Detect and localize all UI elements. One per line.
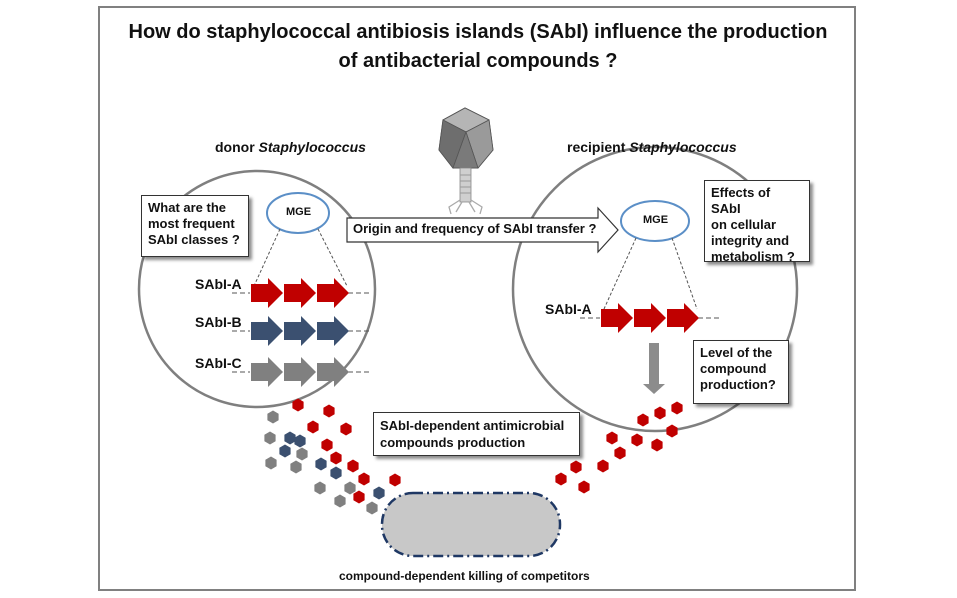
- compound-hexagon: [555, 472, 567, 486]
- effects-question-line-3: integrity and: [711, 233, 790, 248]
- level-question-line-3: production?: [700, 377, 776, 392]
- compound-hexagon: [358, 472, 370, 486]
- donor-label-genus: Staphylococcus: [258, 139, 366, 155]
- sabi-a-gene-2: [284, 278, 316, 308]
- competitor-cell: [380, 491, 562, 558]
- production-label-box: SAbI-dependent antimicrobial compounds p…: [373, 412, 580, 456]
- sabi-b-gene-1: [251, 316, 283, 346]
- donor-label-text: donor: [215, 139, 259, 155]
- killing-label: compound-dependent killing of competitor…: [339, 569, 590, 583]
- level-question-line-1: Level of the: [700, 345, 773, 360]
- transfer-arrow: [346, 206, 619, 254]
- sabi-a-label: SAbI-A: [195, 276, 242, 292]
- recipient-mge-label: MGE: [643, 214, 669, 226]
- title-line-1: How do staphylococcal antibiosis islands…: [128, 21, 828, 43]
- sabi-a-genes: [251, 278, 349, 308]
- compound-hexagon: [340, 422, 352, 436]
- recipient-label-genus: Staphylococcus: [629, 139, 737, 155]
- figure-title: How do staphylococcal antibiosis islands…: [100, 18, 856, 76]
- compound-hexagon: [606, 431, 618, 445]
- donor-mge-label: MGE: [286, 206, 312, 218]
- effects-question-box: Effects of SAbI on cellular integrity an…: [704, 180, 810, 264]
- donor-expansion-lines: [253, 228, 348, 287]
- donor-question-line-1: What are the: [148, 200, 227, 215]
- compound-hexagon: [279, 444, 291, 458]
- donor-mge-ellipse: [266, 192, 330, 234]
- compound-hexagon: [654, 406, 666, 420]
- figure-frame: [98, 6, 856, 591]
- compound-hexagon: [265, 456, 277, 470]
- compound-hexagon: [578, 480, 590, 494]
- compound-hexagon: [671, 401, 683, 415]
- compound-hexagon: [292, 398, 304, 412]
- compound-hexagon: [315, 457, 327, 471]
- gene-dashes: [232, 292, 720, 373]
- recipient-label: recipient Staphylococcus: [567, 139, 737, 155]
- sabi-c-genes: [251, 357, 349, 387]
- compound-hexagon: [334, 494, 346, 508]
- production-down-arrow: [643, 343, 665, 394]
- compound-hexagon: [651, 438, 663, 452]
- compound-hexagon: [366, 501, 378, 515]
- donor-question-line-2: most frequent: [148, 216, 235, 231]
- compound-hexagon: [330, 466, 342, 480]
- compound-hexagon: [353, 490, 365, 504]
- compound-hexagon: [284, 431, 296, 445]
- donor-question-line-3: SAbI classes ?: [148, 232, 240, 247]
- donor-question-box: What are the most frequent SAbI classes …: [141, 195, 249, 257]
- sabi-c-gene-2: [284, 357, 316, 387]
- sabi-b-genes: [251, 316, 349, 346]
- compound-hexagon: [389, 473, 401, 487]
- recipient-expansion-lines: [603, 237, 698, 310]
- recipient-sabi-a-gene-2: [634, 303, 666, 333]
- compound-hexagon: [631, 433, 643, 447]
- compound-hexagon: [314, 481, 326, 495]
- level-question-box: Level of the compound production?: [693, 340, 789, 404]
- sabi-b-gene-2: [284, 316, 316, 346]
- title-line-2: of antibacterial compounds ?: [338, 50, 618, 72]
- sabi-b-label: SAbI-B: [195, 314, 242, 330]
- compound-hexagon: [373, 486, 385, 500]
- donor-label: donor Staphylococcus: [215, 139, 366, 155]
- production-label-line-1: SAbI-dependent antimicrobial: [380, 418, 565, 433]
- compound-hexagon: [294, 434, 306, 448]
- compound-hexagon: [614, 446, 626, 460]
- compound-hexagon: [267, 410, 279, 424]
- compound-hexagon: [347, 459, 359, 473]
- recipient-mge-ellipse: [620, 200, 690, 242]
- effects-question-line-4: metabolism ?: [711, 249, 795, 264]
- recipient-sabi-a-genes: [601, 303, 699, 333]
- compound-molecules: [264, 398, 683, 515]
- sabi-c-label: SAbI-C: [195, 355, 242, 371]
- transfer-question: Origin and frequency of SAbI transfer ?: [353, 221, 597, 236]
- sabi-a-gene-1: [251, 278, 283, 308]
- compound-hexagon: [290, 460, 302, 474]
- sabi-c-gene-3: [317, 357, 349, 387]
- effects-question-line-2: on cellular: [711, 217, 777, 232]
- bacteriophage-icon: [438, 107, 494, 215]
- effects-question-line-1: Effects of SAbI: [711, 185, 771, 216]
- level-question-line-2: compound: [700, 361, 767, 376]
- compound-hexagon: [264, 431, 276, 445]
- sabi-b-gene-3: [317, 316, 349, 346]
- sabi-a-gene-3: [317, 278, 349, 308]
- compound-hexagon: [637, 413, 649, 427]
- compound-hexagon: [344, 481, 356, 495]
- recipient-sabi-a-gene-1: [601, 303, 633, 333]
- compound-hexagon: [296, 447, 308, 461]
- compound-hexagon: [323, 404, 335, 418]
- compound-hexagon: [321, 438, 333, 452]
- compound-hexagon: [330, 451, 342, 465]
- recipient-sabi-a-label: SAbI-A: [545, 301, 592, 317]
- compound-hexagon: [570, 460, 582, 474]
- production-label-line-2: compounds production: [380, 435, 526, 450]
- compound-hexagon: [307, 420, 319, 434]
- sabi-c-gene-1: [251, 357, 283, 387]
- recipient-label-text: recipient: [567, 139, 630, 155]
- compound-hexagon: [597, 459, 609, 473]
- recipient-sabi-a-gene-3: [667, 303, 699, 333]
- compound-hexagon: [666, 424, 678, 438]
